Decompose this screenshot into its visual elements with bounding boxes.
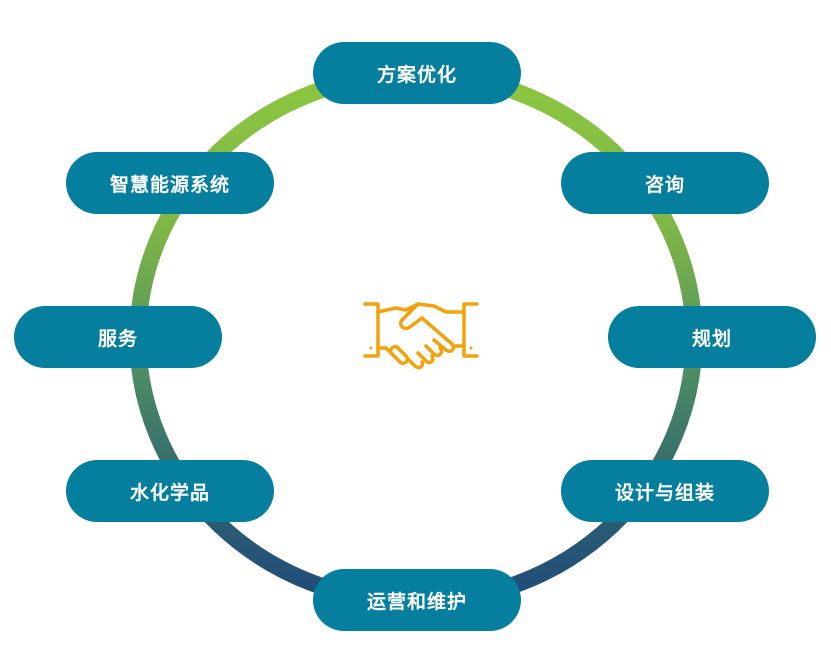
node-bottom[interactable]: 运营和维护 [313,569,521,631]
node-upper-right[interactable]: 咨询 [561,152,769,214]
node-bottom-label: 运营和维护 [366,590,467,613]
node-upper-right-label: 咨询 [644,173,685,196]
node-lower-left-label: 水化学品 [129,481,210,504]
node-top-label: 方案优化 [376,63,457,86]
node-top[interactable]: 方案优化 [313,42,521,104]
node-right-label: 规划 [691,327,732,350]
node-right[interactable]: 规划 [608,306,816,368]
node-lower-right-label: 设计与组装 [614,481,715,504]
node-upper-left[interactable]: 智慧能源系统 [66,152,274,214]
node-lower-right[interactable]: 设计与组装 [561,460,769,522]
node-left[interactable]: 服务 [14,306,222,368]
node-upper-left-label: 智慧能源系统 [109,173,230,196]
node-lower-left[interactable]: 水化学品 [66,460,274,522]
handshake-icon [363,302,479,370]
node-left-label: 服务 [97,327,138,350]
